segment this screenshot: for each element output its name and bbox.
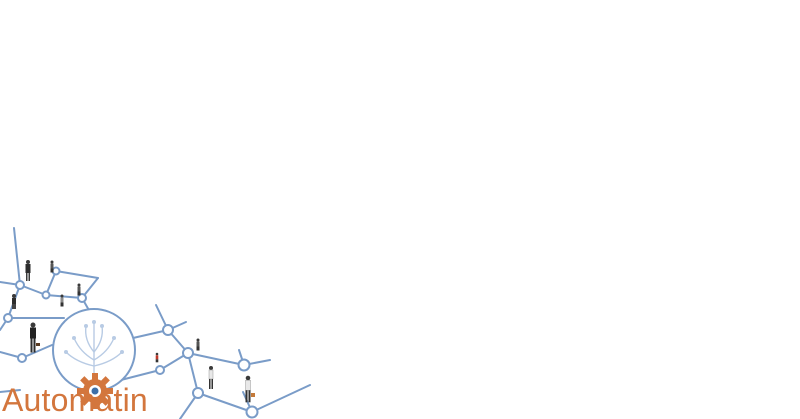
- people-figures: [12, 260, 255, 403]
- gear-icon: [77, 373, 113, 409]
- brand-name: Automatin: [2, 382, 148, 418]
- brand-logo: Automatin: [0, 373, 180, 419]
